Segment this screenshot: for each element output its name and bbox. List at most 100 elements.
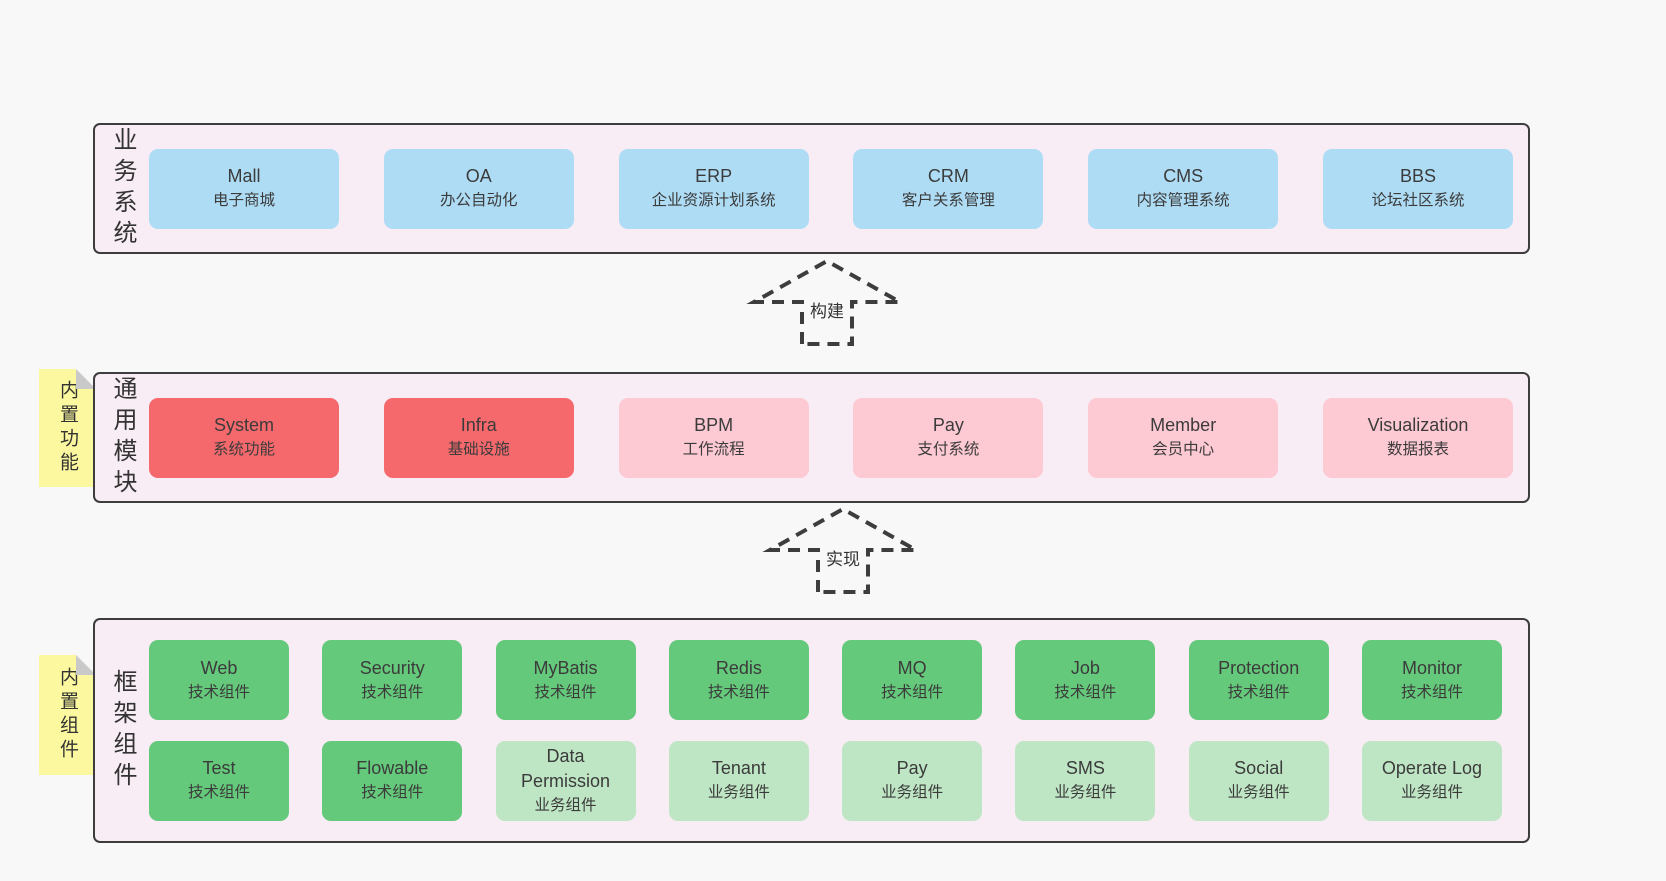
diagram-box-cms: CMS 内容管理系统 xyxy=(1088,148,1279,229)
box-title: Redis xyxy=(715,657,762,678)
box-subtitle: 业务组件 xyxy=(1400,784,1463,802)
box-title: Web xyxy=(200,657,238,678)
band-label: 框架组件 xyxy=(95,620,149,841)
box-subtitle: 论坛社区系统 xyxy=(1371,192,1465,209)
box-subtitle: 技术组件 xyxy=(534,683,597,701)
diagram-box-operate-log: Operate Log 业务组件 xyxy=(1361,740,1502,821)
diagram-box-web: Web 技术组件 xyxy=(149,640,289,721)
box-title: CMS xyxy=(1163,166,1204,186)
box-subtitle: 业务组件 xyxy=(534,796,597,814)
box-title: SMS xyxy=(1065,758,1105,779)
box-subtitle: 技术组件 xyxy=(1400,683,1463,701)
diagram-box-sms: SMS 业务组件 xyxy=(1015,740,1156,821)
box-subtitle: 技术组件 xyxy=(187,683,250,701)
diagram-box-visualization: Visualization 数据报表 xyxy=(1322,397,1513,478)
diagram-box-redis: Redis 技术组件 xyxy=(668,640,809,721)
box-title: Monitor xyxy=(1401,657,1462,678)
band-label-text: 业务系统 xyxy=(109,126,136,251)
dashed-up-arrow-icon xyxy=(762,506,924,594)
box-subtitle: 技术组件 xyxy=(361,784,424,802)
box-title: BPM xyxy=(694,415,734,435)
sticky-note-built-in-features: 内置功能 xyxy=(39,369,96,487)
diagram-box-social: Social 业务组件 xyxy=(1188,740,1329,821)
box-title: Protection xyxy=(1218,657,1300,678)
implement-arrow-label: 实现 xyxy=(821,544,865,571)
box-title: ERP xyxy=(695,166,733,186)
box-title: Security xyxy=(359,657,425,678)
diagram-box-tenant: Tenant 业务组件 xyxy=(668,740,809,821)
build-arrow: 构建 xyxy=(742,256,912,346)
diagram-box-mybatis: MyBatis 技术组件 xyxy=(495,640,636,721)
band-label: 通用模块 xyxy=(95,374,149,501)
box-subtitle: 工作流程 xyxy=(682,441,745,458)
box-title: OA xyxy=(465,166,492,186)
diagram-box-security: Security 技术组件 xyxy=(322,640,463,721)
box-title: Job xyxy=(1070,657,1100,678)
box-title: Data Permission xyxy=(521,745,611,791)
box-subtitle: 办公自动化 xyxy=(440,192,518,209)
box-subtitle: 技术组件 xyxy=(707,683,770,701)
diagram-box-test: Test 技术组件 xyxy=(149,740,289,821)
box-subtitle: 技术组件 xyxy=(881,683,944,701)
box-title: System xyxy=(213,415,274,435)
box-subtitle: 业务组件 xyxy=(707,784,770,802)
diagram-box-flowable: Flowable 技术组件 xyxy=(322,740,463,821)
box-title: Member xyxy=(1150,415,1217,435)
diagram-box-bpm: BPM 工作流程 xyxy=(618,397,809,478)
diagram-box-bbs: BBS 论坛社区系统 xyxy=(1322,148,1513,229)
box-subtitle: 内容管理系统 xyxy=(1136,192,1230,209)
box-title: Pay xyxy=(896,758,928,779)
diagram-box-oa: OA 办公自动化 xyxy=(383,148,574,229)
diagram-box-erp: ERP 企业资源计划系统 xyxy=(618,148,809,229)
implement-arrow: 实现 xyxy=(758,504,928,594)
box-title: BBS xyxy=(1399,166,1436,186)
box-title: Operate Log xyxy=(1381,758,1482,779)
box-title: MQ xyxy=(897,657,927,678)
box-subtitle: 基础设施 xyxy=(447,441,510,458)
diagram-box-monitor: Monitor 技术组件 xyxy=(1361,640,1502,721)
box-subtitle: 业务组件 xyxy=(1054,784,1117,802)
box-title: Tenant xyxy=(711,758,766,779)
sticky-note-text: 内置功能 xyxy=(57,380,78,476)
box-subtitle: 会员中心 xyxy=(1152,441,1215,458)
sticky-note-built-in-components: 内置组件 xyxy=(39,655,96,775)
box-subtitle: 业务组件 xyxy=(881,784,944,802)
band-label-text: 通用模块 xyxy=(109,375,136,500)
box-title: Infra xyxy=(460,415,497,435)
box-title: Mall xyxy=(227,166,261,186)
box-title: Flowable xyxy=(356,758,429,779)
band-label-text: 框架组件 xyxy=(109,668,136,793)
diagram-box-mq: MQ 技术组件 xyxy=(842,640,983,721)
diagram-box-data-permission: Data Permission 业务组件 xyxy=(495,740,636,821)
box-subtitle: 企业资源计划系统 xyxy=(651,192,776,209)
box-subtitle: 系统功能 xyxy=(212,441,275,458)
diagram-box-infra: Infra 基础设施 xyxy=(383,397,574,478)
sticky-note-text: 内置组件 xyxy=(57,667,78,763)
box-title: Social xyxy=(1234,758,1284,779)
box-subtitle: 业务组件 xyxy=(1227,784,1290,802)
box-title: CRM xyxy=(927,166,969,186)
box-subtitle: 支付系统 xyxy=(917,441,980,458)
box-title: MyBatis xyxy=(533,657,598,678)
box-subtitle: 技术组件 xyxy=(187,784,250,802)
box-subtitle: 数据报表 xyxy=(1386,441,1449,458)
box-title: Visualization xyxy=(1367,415,1469,435)
build-arrow-label: 构建 xyxy=(805,296,849,323)
box-subtitle: 技术组件 xyxy=(361,683,424,701)
box-title: Test xyxy=(202,758,236,779)
